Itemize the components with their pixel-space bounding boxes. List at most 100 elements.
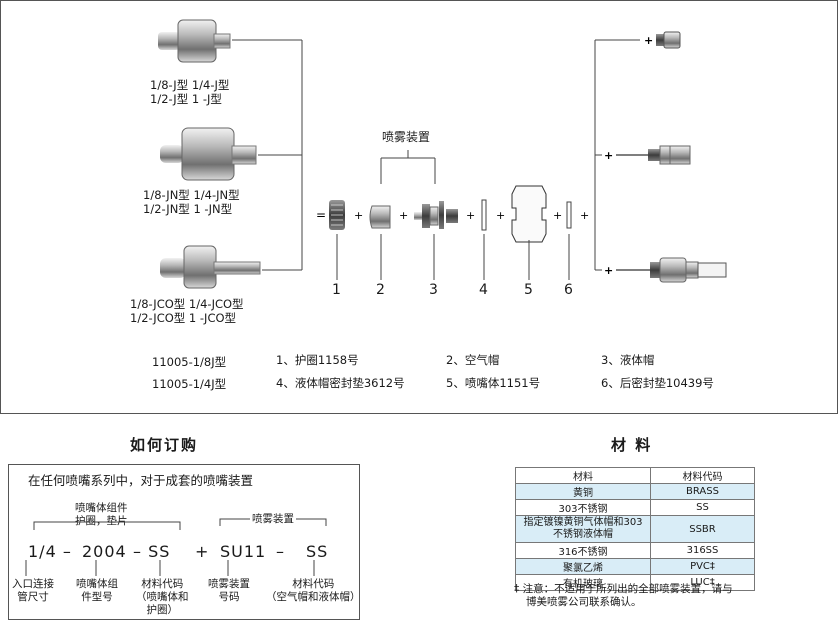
materials-header: 材料 [515, 467, 651, 484]
materials-table: 材料 材料代码 黄铜 BRASS 303不锈钢 SS 指定镀镍黄铜气体帽和303… [515, 467, 755, 591]
part-number: 6 [564, 282, 573, 298]
material-name: 316不锈钢 [515, 542, 651, 559]
model-name: 11005-1/4J型 [152, 377, 227, 391]
nozzle-j-image [158, 19, 231, 63]
svg-text:+: + [354, 209, 363, 222]
assembly-bracket [232, 39, 303, 271]
svg-text:+: + [644, 34, 653, 47]
materials-note: ‡ 注意：不适用于所列出的全部喷雾装置，请与 博美喷雾公司联系确认。 [514, 583, 733, 609]
alt-cap-short-image: + [644, 31, 681, 49]
code-note-line: 材料代码 [292, 578, 335, 590]
part-number: 4 [479, 282, 488, 298]
assembly-label-line: 1/8-JCO型 1/4-JCO型 [130, 297, 244, 311]
code-note-line: 喷嘴体组 [76, 578, 118, 590]
model-name: 11005-1/8J型 [152, 355, 227, 369]
legend-item: 5、喷嘴体1151号 [446, 376, 541, 390]
code-note-spray: 喷雾装置 号码 [208, 578, 250, 604]
materials-row: 有机玻璃 LUC‡ [515, 574, 755, 591]
assembly-label-line: 1/2-JCO型 1 -JCO型 [130, 311, 237, 325]
material-name: 指定镀镍黄铜气体帽和303不锈钢液体帽 [515, 515, 651, 543]
spray-setup-label: 喷雾装置 [382, 130, 431, 144]
materials-note-line: 博美喷雾公司联系确认。 [526, 596, 642, 608]
svg-text:+: + [399, 209, 408, 222]
materials-row: 316不锈钢 316SS [515, 542, 755, 559]
part-number: 2 [376, 282, 385, 298]
alt-long-needle-image: + [604, 257, 727, 283]
group-label-body: 喷嘴体组件 护圈，垫片 [75, 502, 128, 528]
code-cap-material: SS [306, 542, 329, 561]
part-number: 1 [332, 282, 341, 298]
legend-item: 6、后密封垫10439号 [601, 376, 714, 390]
svg-text:=: = [316, 208, 326, 222]
legend-item: 2、空气帽 [446, 353, 500, 367]
code-note-inlet: 入口连接 管尺寸 [12, 578, 54, 604]
code-note-line: （喷嘴体和 [136, 591, 189, 603]
material-code: SSBR [650, 515, 755, 543]
part-nozzle-body-image [511, 185, 547, 243]
assembly-label-line: 1/8-JN型 1/4-JN型 [143, 188, 240, 202]
svg-text:+: + [604, 149, 613, 162]
assembly-label-line: 1/2-JN型 1 -JN型 [143, 202, 233, 216]
material-name: 303不锈钢 [515, 499, 651, 516]
ordering-brackets [25, 518, 327, 576]
code-note-cap-material: 材料代码 （空气帽和液体帽） [266, 578, 361, 604]
assembly-label-j: 1/8-J型 1/4-J型 1/2-J型 1 -J型 [150, 78, 229, 106]
part-number: 5 [524, 282, 533, 298]
part-gasket-image [481, 199, 487, 231]
svg-text:+: + [466, 209, 475, 222]
code-note-line: （空气帽和液体帽） [266, 591, 361, 603]
alternatives-bracket [594, 39, 640, 271]
code-note-line: 号码 [218, 591, 240, 603]
material-code: 316SS [650, 542, 755, 559]
legend-item: 4、液体帽密封垫3612号 [276, 376, 405, 390]
assembly-label-jn: 1/8-JN型 1/4-JN型 1/2-JN型 1 -JN型 [143, 188, 240, 216]
materials-row: 指定镀镍黄铜气体帽和303不锈钢液体帽 SSBR [515, 515, 755, 543]
code-note-body-material: 材料代码 （喷嘴体和 护圈） [136, 578, 189, 617]
materials-note-line: ‡ 注意：不适用于所列出的全部喷雾装置，请与 [514, 583, 733, 595]
code-note-line: 管尺寸 [17, 591, 49, 603]
spray-setup-bracket [380, 150, 436, 184]
ordering-title: 如何订购 [130, 436, 199, 454]
material-code: BRASS [650, 483, 755, 500]
code-pipe-size: 1/4 – [28, 542, 72, 561]
code-body-model: 2004 [82, 542, 127, 561]
part-retainer-image [329, 200, 345, 230]
code-note-body: 喷嘴体组 件型号 [76, 578, 118, 604]
svg-text:+: + [580, 209, 589, 222]
svg-text:+: + [496, 209, 505, 222]
part-fluid-cap-image [414, 201, 458, 229]
part-number: 3 [429, 282, 438, 298]
legend-item: 1、护圈1158号 [276, 353, 359, 367]
materials-title: 材 料 [611, 436, 653, 454]
group-label-line: 护圈，垫片 [75, 515, 128, 527]
code-body-material: – SS [133, 542, 171, 561]
alt-needle-cap-image: + [604, 145, 691, 165]
code-dash: – [276, 542, 285, 561]
material-code: LUC‡ [650, 574, 755, 591]
materials-row: 303不锈钢 SS [515, 499, 755, 516]
material-name: 聚氯乙烯 [515, 558, 651, 575]
code-spray-setup: SU11 [220, 542, 267, 561]
materials-header: 材料代码 [650, 467, 755, 484]
material-code: PVC‡ [650, 558, 755, 575]
part-leader-lines [336, 234, 570, 280]
material-name: 黄铜 [515, 483, 651, 500]
code-note-line: 材料代码 [141, 578, 184, 590]
assembly-diagram-panel [0, 0, 838, 414]
nozzle-jn-image [160, 127, 257, 181]
svg-text:+: + [553, 209, 562, 222]
legend-item: 3、液体帽 [601, 353, 655, 367]
materials-row: 黄铜 BRASS [515, 483, 755, 500]
nozzle-jco-image [160, 245, 261, 289]
group-label-spray: 喷雾装置 [252, 513, 294, 525]
assembly-diagram-drawing: = + + + + + + [158, 19, 727, 289]
ordering-intro: 在任何喷嘴系列中，对于成套的喷嘴装置 [28, 473, 254, 488]
materials-header-row: 材料 材料代码 [515, 467, 755, 484]
material-code: SS [650, 499, 755, 516]
assembly-label-line: 1/2-J型 1 -J型 [150, 92, 222, 106]
code-note-line: 件型号 [81, 591, 113, 603]
group-label-line: 喷嘴体组件 [75, 502, 128, 514]
assembly-label-jco: 1/8-JCO型 1/4-JCO型 1/2-JCO型 1 -JCO型 [130, 297, 244, 325]
part-rear-gasket-image [566, 201, 572, 229]
code-plus: + [195, 542, 210, 561]
